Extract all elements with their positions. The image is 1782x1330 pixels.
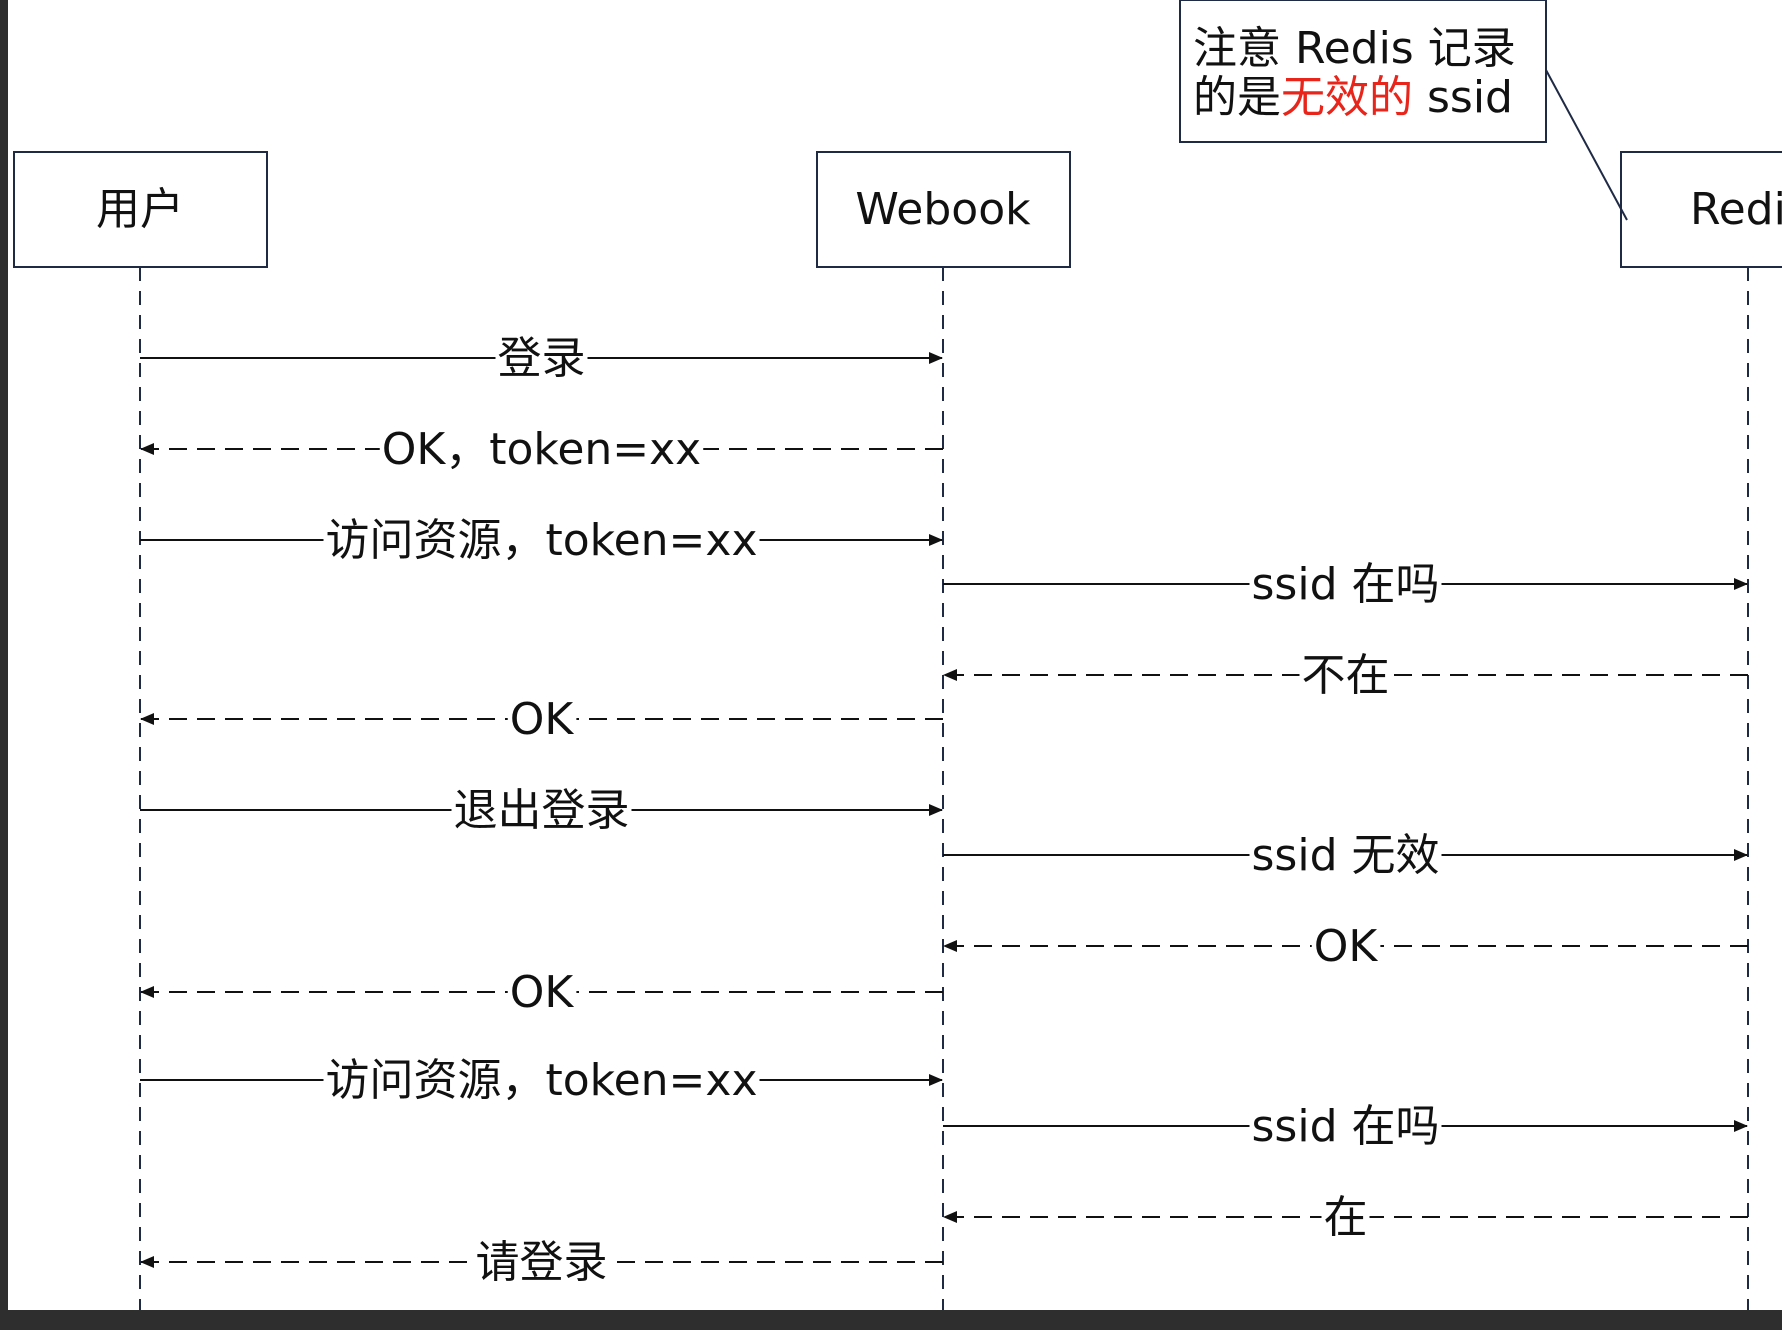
message-label-bg (1249, 1122, 1442, 1130)
message-12: ssid 在吗 (943, 1101, 1748, 1152)
message-label: OK，token=xx (382, 424, 701, 475)
message-label: OK (510, 694, 575, 745)
message-label-bg (323, 1076, 760, 1084)
message-3: 访问资源，token=xx (140, 515, 943, 566)
left-border (0, 0, 8, 1330)
participant-box-user (13, 151, 268, 268)
message-label: OK (510, 967, 575, 1018)
message-14: 请登录 (140, 1237, 943, 1288)
note-line2-highlight: 无效的 (1281, 72, 1413, 123)
message-13: 在 (943, 1192, 1748, 1243)
message-label-bg (1311, 942, 1381, 950)
participant-label-user: 用户 (96, 184, 184, 235)
message-label: 不在 (1302, 650, 1390, 701)
message-label-bg (379, 445, 704, 453)
message-8: ssid 无效 (943, 830, 1748, 881)
message-label-bg (1249, 580, 1442, 588)
note-line2-prefix: 的是 (1193, 72, 1281, 123)
message-7: 退出登录 (140, 785, 943, 836)
bottom-border (0, 1310, 1782, 1330)
message-label: 登录 (498, 333, 586, 384)
message-label-bg (1299, 671, 1392, 679)
participant-box-webook (816, 151, 1071, 268)
note-line2-suffix: ssid (1413, 72, 1513, 123)
message-label: ssid 在吗 (1252, 559, 1440, 610)
message-label-bg (507, 715, 577, 723)
message-10: OK (140, 967, 943, 1018)
message-2: OK，token=xx (140, 424, 943, 475)
participant-label-webook: Webook (855, 184, 1031, 235)
message-label: 退出登录 (454, 785, 630, 836)
note-line2: 的是无效的 ssid (1193, 72, 1513, 123)
message-label: 请登录 (476, 1237, 608, 1288)
message-label-bg (507, 988, 577, 996)
message-label-bg (1249, 851, 1442, 859)
participant-label-redis: Redi (1690, 184, 1782, 235)
message-5: 不在 (943, 650, 1748, 701)
note-line1: 注意 Redis 记录 (1193, 23, 1516, 74)
message-9: OK (943, 921, 1748, 972)
message-label-bg (1321, 1213, 1370, 1221)
message-label: OK (1314, 921, 1379, 972)
message-label-bg (451, 806, 632, 814)
message-label-bg (473, 1258, 610, 1266)
participant-box-redis (1620, 151, 1782, 268)
message-label: 访问资源，token=xx (326, 1055, 758, 1106)
message-6: OK (140, 694, 943, 745)
message-label: 在 (1324, 1192, 1368, 1243)
message-label-bg (323, 536, 760, 544)
message-4: ssid 在吗 (943, 559, 1748, 610)
message-1: 登录 (140, 333, 943, 384)
message-label: ssid 无效 (1252, 830, 1440, 881)
message-label: 访问资源，token=xx (326, 515, 758, 566)
message-11: 访问资源，token=xx (140, 1055, 943, 1106)
message-label: ssid 在吗 (1252, 1101, 1440, 1152)
note-connector (1545, 69, 1628, 221)
message-label-bg (495, 354, 588, 362)
